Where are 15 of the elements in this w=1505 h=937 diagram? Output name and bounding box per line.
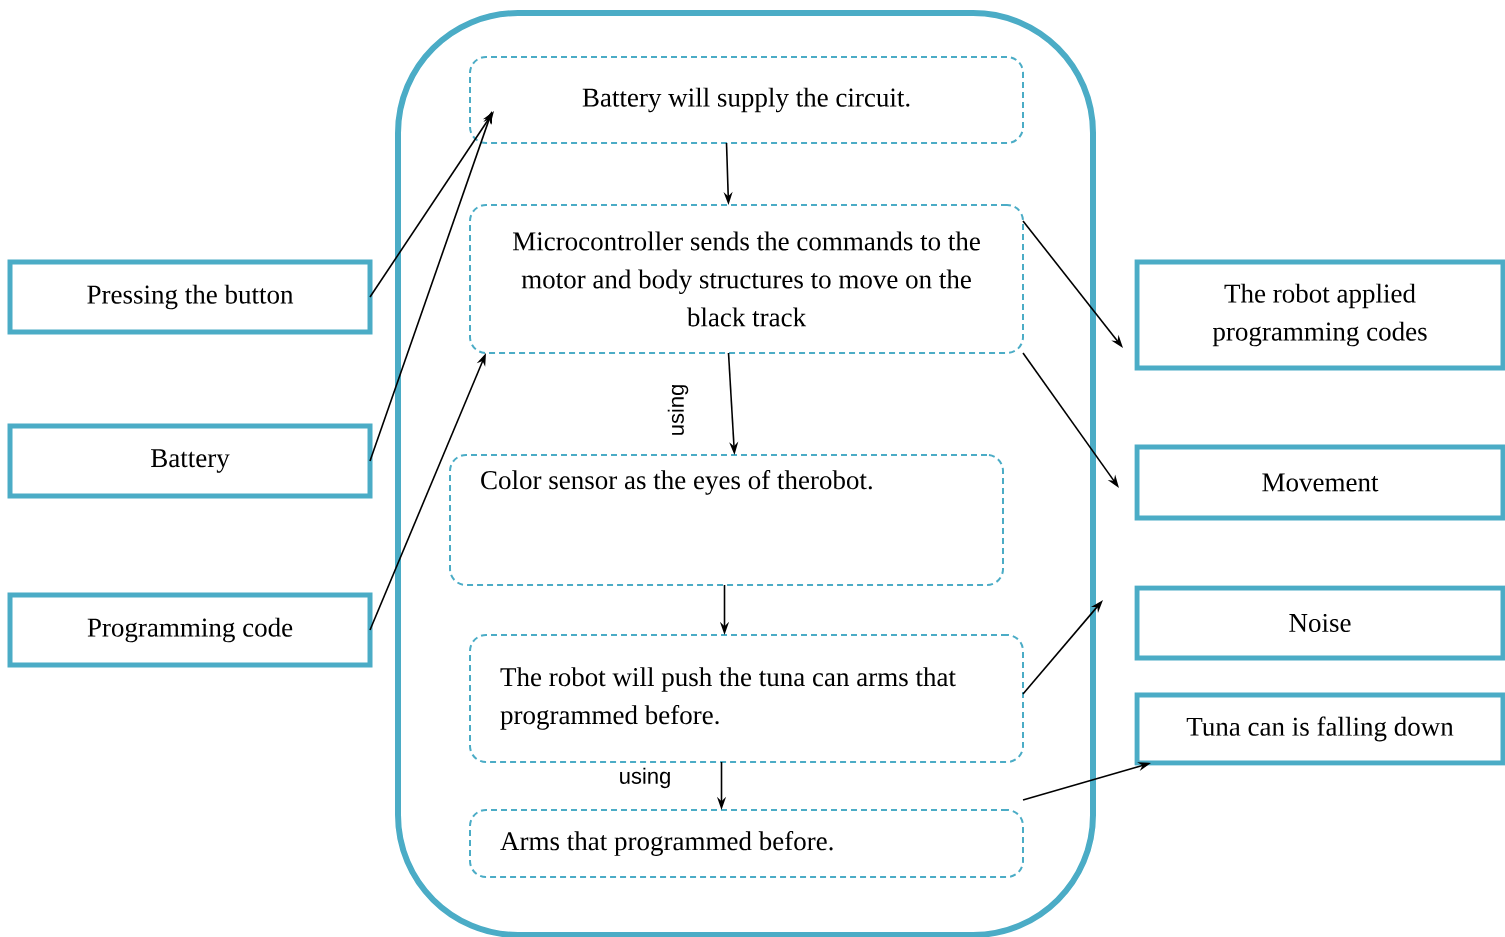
- edge-label: using: [664, 380, 692, 440]
- process-box: The robot applied programming codes: [1134, 259, 1505, 371]
- dashed-box: Microcontroller sends the commands to the motor and body structures to move on the black track: [469, 204, 1024, 354]
- process-box: Battery: [7, 423, 373, 499]
- process-box: Movement: [1134, 444, 1505, 521]
- dashed-box: The robot will push the tuna can arms that programmed before.: [469, 634, 1024, 763]
- container-outline: [395, 10, 1096, 937]
- dashed-box: Color sensor as the eyes of therobot.: [449, 454, 1004, 586]
- process-box: Tuna can is falling down: [1134, 692, 1505, 766]
- edge-label: using: [615, 764, 675, 792]
- process-box: Pressing the button: [7, 259, 373, 335]
- process-box: Noise: [1134, 585, 1505, 661]
- dashed-box: Arms that programmed before.: [469, 809, 1024, 878]
- dashed-box: Battery will supply the circuit.: [469, 56, 1024, 144]
- process-box: Programming code: [7, 592, 373, 668]
